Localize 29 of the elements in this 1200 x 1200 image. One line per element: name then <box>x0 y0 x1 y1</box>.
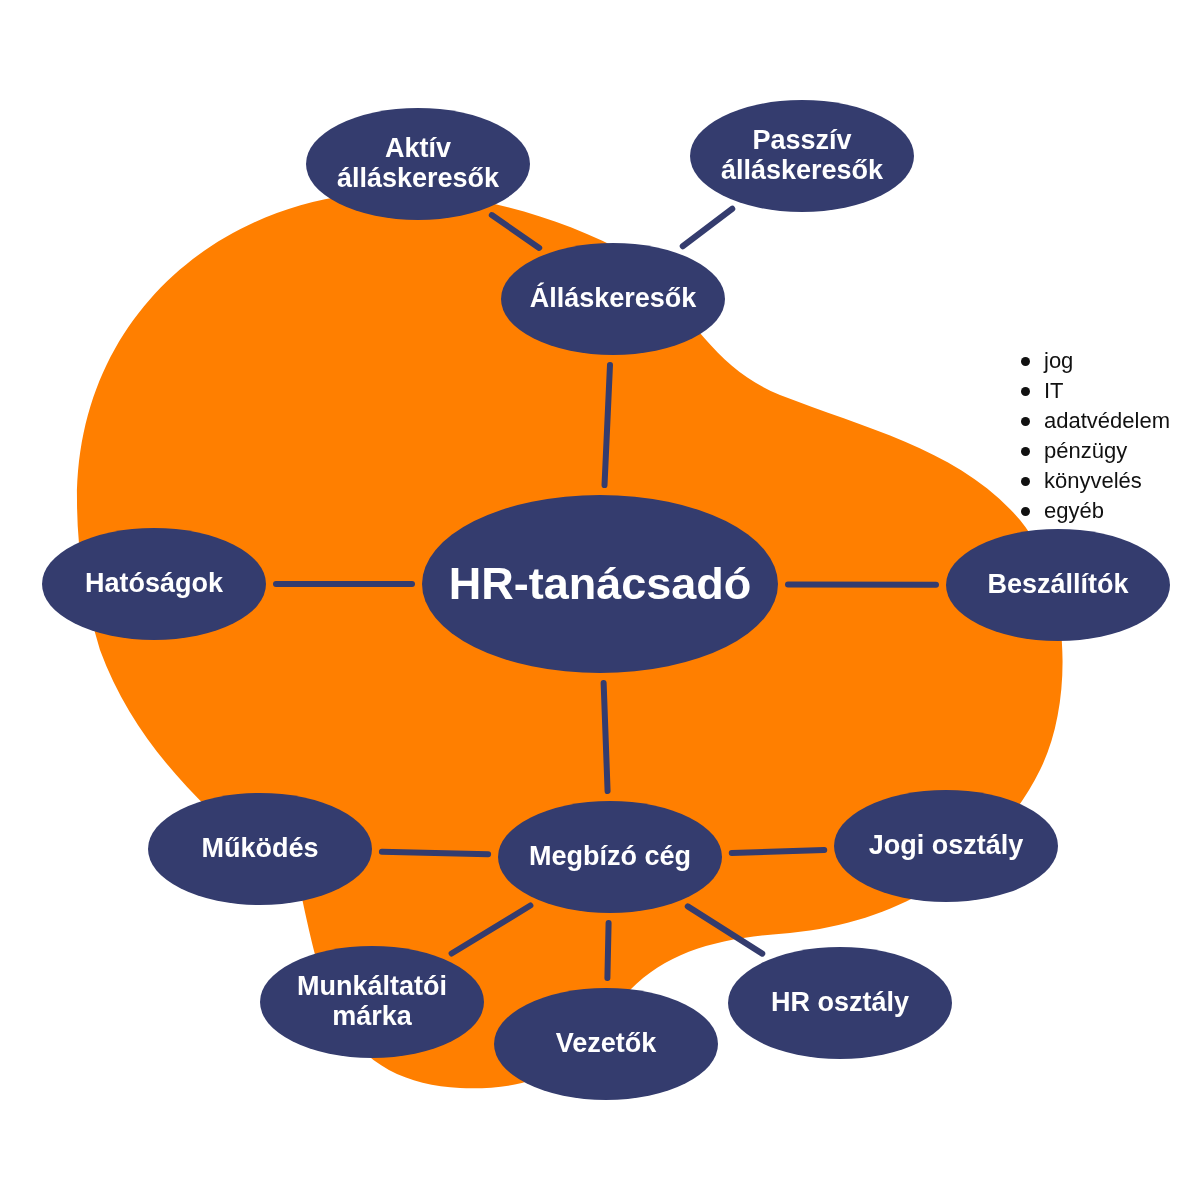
list-item-text: jog <box>1044 348 1074 374</box>
connector-line <box>785 581 939 588</box>
connector-line <box>600 680 611 794</box>
list-item-text: adatvédelem <box>1044 408 1170 434</box>
connector-line <box>601 362 613 489</box>
list-item-text: egyéb <box>1044 498 1104 524</box>
connector-line <box>273 581 415 587</box>
node-label: HR-tanácsadó <box>448 559 752 609</box>
node-label: Megbízó cég <box>529 842 691 872</box>
connector-line <box>604 920 612 981</box>
node-label: Passzív álláskeresők <box>719 126 885 186</box>
node-label: Beszállítók <box>987 570 1129 600</box>
node-label: HR osztály <box>770 988 909 1018</box>
connector-line <box>679 205 736 250</box>
connector-line <box>728 847 828 856</box>
connector-line <box>378 848 492 858</box>
node-label: Vezetők <box>555 1029 657 1059</box>
connector-line <box>488 212 543 251</box>
connector-line <box>684 903 766 957</box>
node-label: Jogi osztály <box>868 831 1024 861</box>
node-label: Álláskeresők <box>529 284 697 314</box>
list-item-text: IT <box>1044 378 1064 404</box>
node-label: Működés <box>201 834 319 864</box>
list-item-text: könyvelés <box>1044 468 1142 494</box>
node-label: Munkáltatói márka <box>296 972 448 1032</box>
node-label: Hatóságok <box>84 569 223 599</box>
node-label: Aktív álláskeresők <box>335 134 501 194</box>
connector-line <box>448 902 534 957</box>
list-item-text: pénzügy <box>1044 438 1128 464</box>
